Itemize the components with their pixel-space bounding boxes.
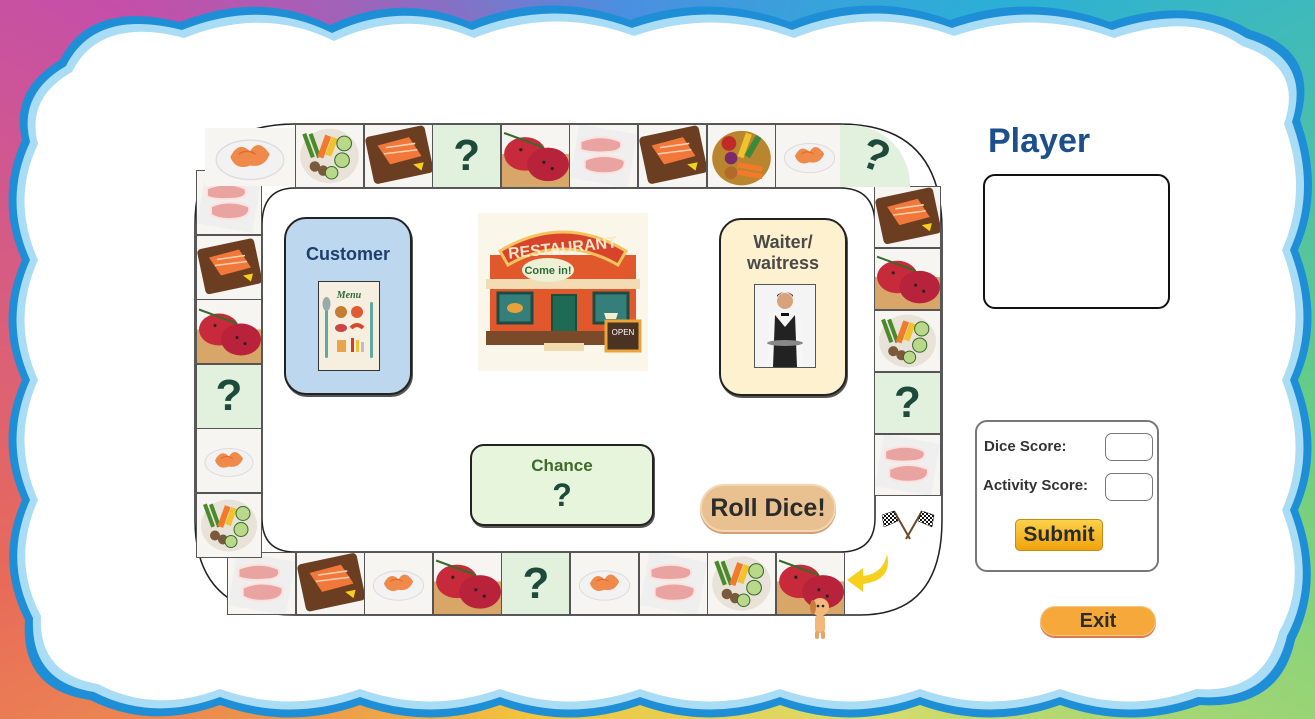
vegetables-image [197, 494, 261, 557]
food-tile-salmon[interactable] [638, 124, 707, 188]
food-tile-shrimp[interactable] [775, 124, 844, 188]
food-tile-pork[interactable] [874, 434, 941, 496]
player-token-puppy[interactable] [808, 595, 832, 641]
food-tile-salmon[interactable] [364, 124, 433, 188]
beef-image [434, 553, 501, 614]
chance-card-label: Chance [472, 456, 652, 476]
food-tile-beef[interactable] [433, 552, 502, 615]
checkered-flags-icon [880, 507, 936, 541]
food-tile-shrimp[interactable] [570, 552, 639, 615]
activity-score-label: Activity Score: [983, 477, 1088, 494]
menu-card-image: Menu [318, 281, 380, 371]
chance-tile-symbol: ? [854, 128, 896, 184]
customer-card-label: Customer [286, 244, 410, 265]
score-panel: Dice Score: Activity Score: Submit [975, 420, 1159, 572]
food-tile-beef[interactable] [196, 299, 262, 364]
chance-tile-symbol: ? [216, 374, 243, 418]
pork-image [640, 553, 707, 614]
submit-button[interactable]: Submit [1015, 519, 1103, 551]
food-tile-pork[interactable] [227, 552, 296, 615]
chance-tile[interactable]: ? [874, 372, 941, 434]
food-tile-vegetables[interactable] [196, 493, 262, 558]
salmon-image [875, 187, 940, 247]
chance-card[interactable]: Chance ? [470, 444, 654, 526]
vegetable-basket-image [708, 125, 775, 187]
chance-tile[interactable]: ? [196, 364, 262, 429]
chance-tile-symbol: ? [894, 381, 921, 425]
food-tile-pork[interactable] [639, 552, 708, 615]
food-tile-salmon[interactable] [296, 552, 365, 615]
shrimp-image [365, 553, 432, 614]
player-title: Player [988, 122, 1090, 161]
food-tile-salmon[interactable] [196, 235, 262, 300]
beef-image [197, 300, 261, 363]
exit-button[interactable]: Exit [1040, 606, 1156, 636]
svg-text:Menu: Menu [336, 290, 362, 301]
food-tile-beef[interactable] [874, 248, 941, 310]
waiter-card-label-line2: waitress [721, 253, 845, 274]
shrimp-image [571, 553, 638, 614]
shrimp-image [776, 125, 843, 187]
food-tile-vegetables[interactable] [295, 124, 364, 188]
food-tile-salmon[interactable] [874, 186, 941, 248]
beef-image [875, 249, 940, 309]
restaurant-bubble-text: Come in! [524, 265, 571, 277]
shrimp-image [197, 429, 261, 492]
salmon-image [365, 125, 432, 187]
dice-score-input[interactable] [1105, 433, 1153, 461]
food-tile-vegetables[interactable] [874, 310, 941, 372]
beef-image [502, 125, 569, 187]
player-name-box[interactable] [983, 174, 1170, 309]
food-tile-shrimp[interactable] [364, 552, 433, 615]
direction-arrow-icon [845, 550, 895, 600]
restaurant-image: RESTAURANT Come in! OPEN [478, 213, 648, 371]
salmon-image [297, 553, 364, 614]
open-sign-text: OPEN [612, 328, 635, 337]
salmon-image [639, 125, 706, 187]
chance-tile-symbol: ? [522, 562, 549, 606]
finish-tile [876, 498, 940, 550]
chance-tile-symbol: ? [453, 134, 480, 178]
salmon-image [197, 236, 261, 299]
food-tile-vegetables[interactable] [707, 552, 776, 615]
waiter-photo [754, 284, 816, 368]
roll-dice-button[interactable]: Roll Dice! [700, 484, 836, 532]
vegetables-image [296, 125, 363, 187]
waiter-card-label-line1: Waiter/ [721, 232, 845, 253]
customer-card[interactable]: Customer Menu [284, 217, 412, 395]
food-tile-beef[interactable] [501, 124, 570, 188]
pork-image [875, 435, 940, 495]
dice-score-label: Dice Score: [984, 438, 1067, 455]
food-tile-pork[interactable] [569, 124, 638, 188]
waiter-card[interactable]: Waiter/ waitress [719, 218, 847, 396]
pork-image [228, 553, 295, 614]
chance-card-symbol: ? [472, 478, 652, 512]
food-tile-vegetable-basket[interactable] [707, 124, 776, 188]
activity-score-input[interactable] [1105, 473, 1153, 501]
vegetables-image [875, 311, 940, 371]
board-corner-top-left [205, 128, 295, 186]
vegetables-image [708, 553, 775, 614]
chance-tile[interactable]: ? [432, 124, 501, 188]
chance-tile[interactable]: ? [501, 552, 570, 615]
food-tile-shrimp[interactable] [196, 428, 262, 493]
pork-image [570, 125, 637, 187]
food-tile-shrimp[interactable] [205, 128, 295, 186]
